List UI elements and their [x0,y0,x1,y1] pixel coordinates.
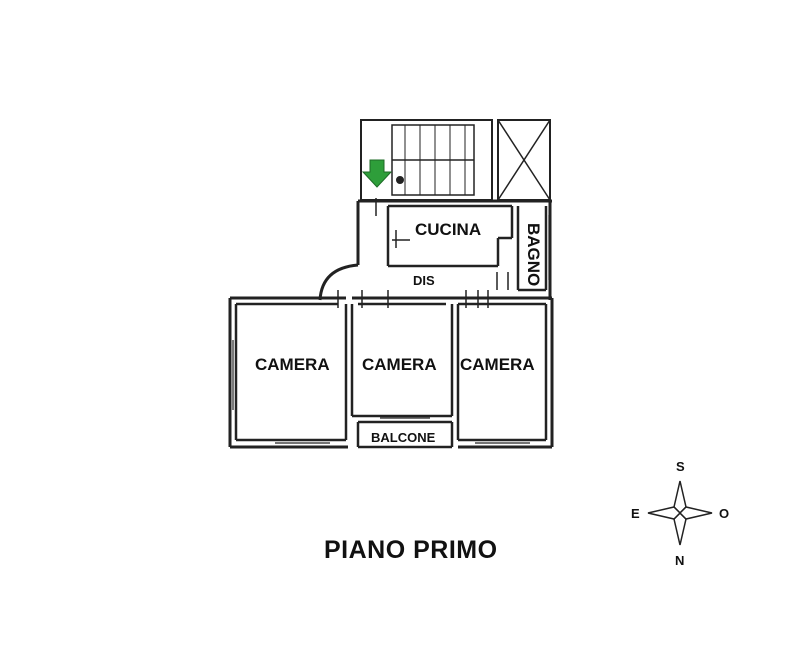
room-label-camera-right: CAMERA [460,355,535,374]
compass-north: N [675,553,685,568]
door-marks [337,198,509,308]
interior-walls [234,204,548,449]
compass-south: S [676,459,685,474]
floor-title: PIANO PRIMO [324,536,498,564]
room-label-camera-left: CAMERA [255,355,330,374]
compass-west: O [719,506,730,521]
shaft [497,119,551,201]
windows [232,215,550,444]
room-label-dis: DIS [413,273,435,288]
compass-rose-icon [647,480,713,546]
entrance-arrow-icon [361,159,393,188]
outer-walls [228,199,554,449]
room-label-balcone: BALCONE [371,430,436,445]
room-label-camera-center: CAMERA [362,355,437,374]
compass-east: E [631,506,640,521]
room-label-bagno: BAGNO [524,223,543,287]
room-label-cucina: CUCINA [415,220,482,239]
